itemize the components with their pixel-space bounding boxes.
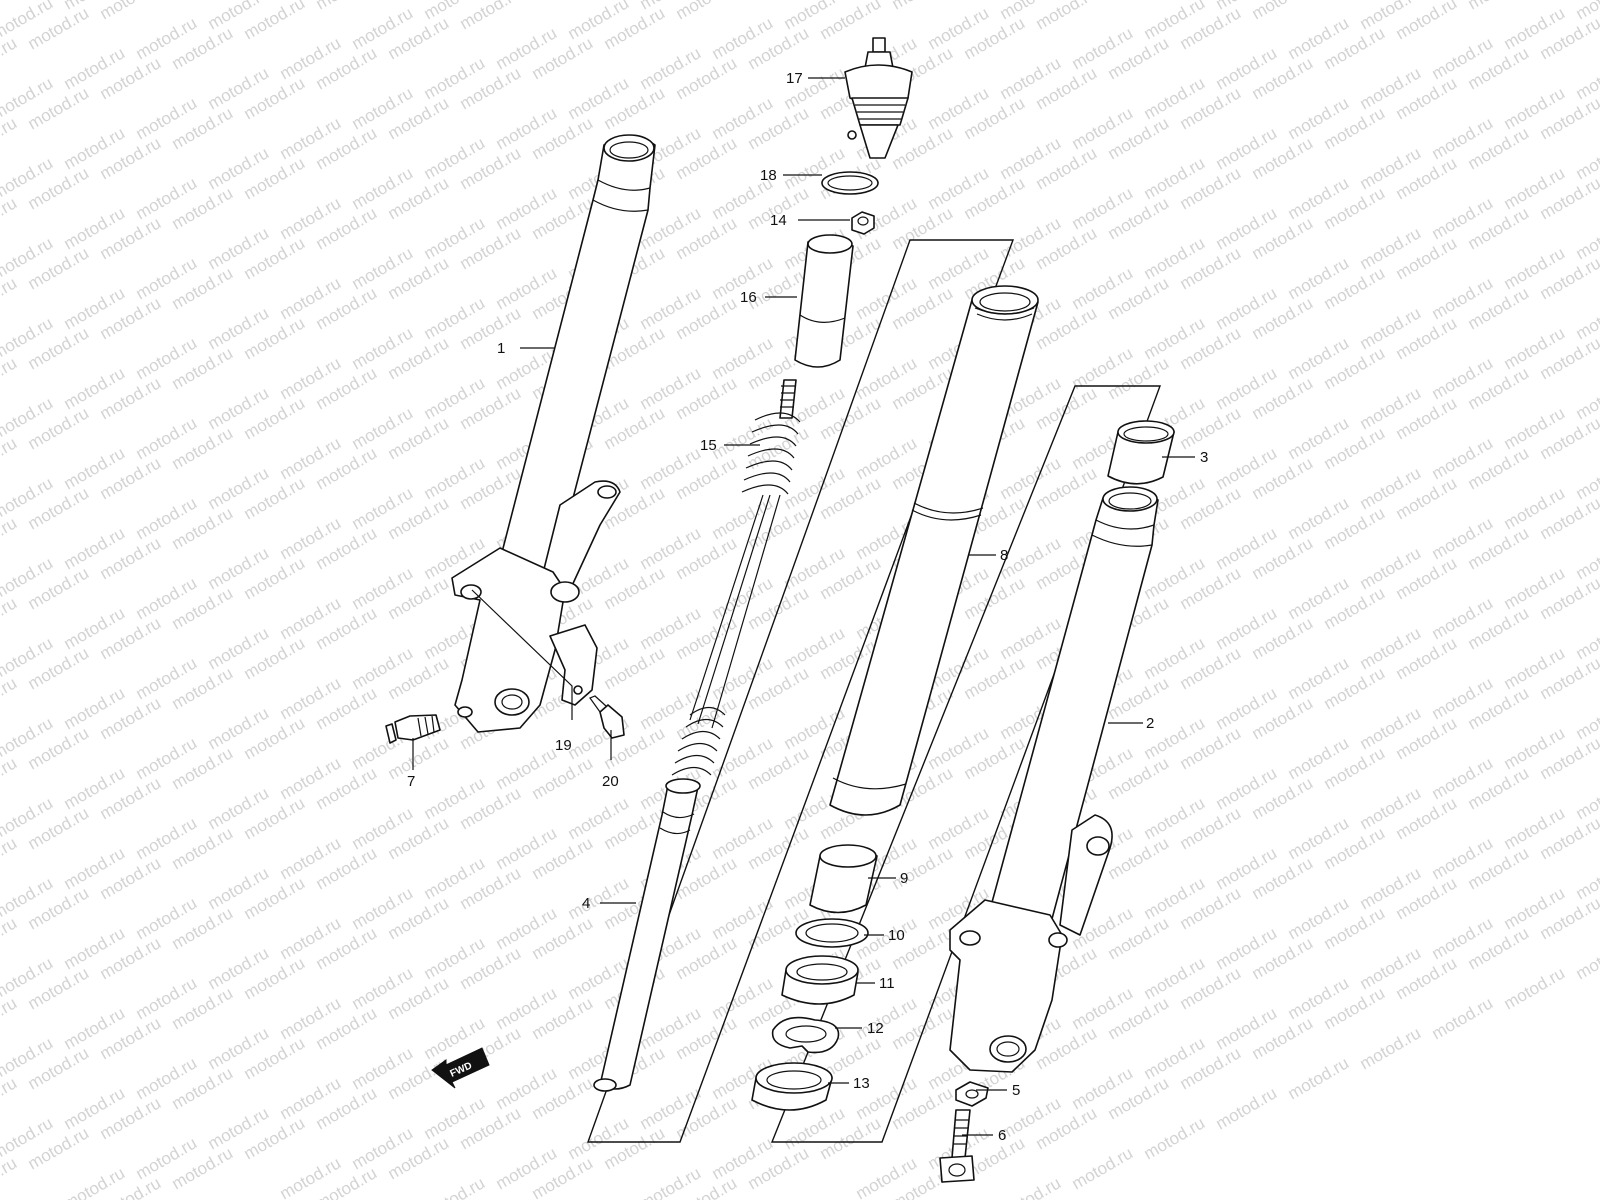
part-12-circlip [771,1016,840,1054]
watermark-text: motod.ru [1033,0,1101,33]
watermark-text: motod.ru [0,433,20,483]
callout-11: 11 [879,975,895,992]
part-11-oil-seal [781,955,859,1005]
watermark-text: motod.ru [1285,1053,1353,1103]
callout-19: 19 [555,737,572,754]
callout-14: 14 [770,212,787,229]
watermark-text: motod.ru [1105,0,1173,3]
watermark-text: motod.ru [0,753,20,803]
callout-5: 5 [1012,1082,1020,1099]
callout-2: 2 [1146,715,1154,732]
watermark-text: motod.ru [1465,0,1533,13]
watermark-text: motod.ru [1357,1023,1425,1073]
watermark-text: motod.ru [0,993,20,1043]
callout-10: 10 [888,927,905,944]
part-14-nut [851,211,875,235]
part-7-bolt [385,714,441,744]
watermark-text: motod.ru [1213,1083,1281,1133]
part-20-bolt [589,695,625,739]
watermark-text: motod.ru [457,0,525,33]
part-15-damper-rod-spring [671,379,801,776]
watermark-text: motod.ru [0,193,20,243]
callout-12: 12 [867,1020,884,1037]
watermark-text: motod.ru [0,113,20,163]
watermark-text: motod.ru [1249,0,1317,23]
part-2-right-fork-tube [949,486,1159,1073]
callout-9: 9 [900,870,908,887]
part-3-bushing [1107,420,1175,485]
part-18-o-ring [821,171,879,195]
watermark-text: motod.ru [421,1173,489,1200]
part-16-spacer [794,234,854,368]
part-13-dust-seal [751,1062,833,1111]
watermark-text: motod.ru [0,1073,20,1123]
assembly-frame-outer [770,385,1162,1143]
callout-7: 7 [407,773,415,790]
watermark-text: motod.ru [1069,1143,1137,1193]
callout-17: 17 [786,70,803,87]
callout-4: 4 [582,895,590,912]
part-5-washer [955,1081,989,1107]
callout-15: 15 [700,437,717,454]
watermark-text: motod.ru [529,0,597,3]
callout-20: 20 [602,773,619,790]
watermark-text: motod.ru [1141,1113,1209,1163]
part-4-cylinder [593,778,701,1092]
fwd-direction-badge: FWD [431,1047,490,1089]
part-9-bushing [809,844,878,914]
watermark-text: motod.ru [0,513,20,563]
part-1-left-fork-tube [451,134,656,733]
part-8-inner-tube [829,285,1039,816]
part-6-bolt [939,1109,975,1183]
leader-lines [412,77,1195,1136]
watermark-text: motod.ru [0,273,20,323]
watermark-text: motod.ru [0,1153,20,1200]
watermark-text: motod.ru [997,1173,1065,1200]
watermark-text: motod.ru [673,0,741,23]
watermark-text: motod.ru [0,673,20,723]
callout-6: 6 [998,1127,1006,1144]
callout-3: 3 [1200,449,1208,466]
watermark-text: motod.ru [1573,933,1600,983]
watermark-text: motod.ru [1429,993,1497,1043]
watermark-text: motod.ru [0,353,20,403]
watermark-text: motod.ru [313,0,381,13]
watermark-text: motod.ru [0,913,20,963]
watermark-text: motod.ru [889,0,957,13]
watermark-text: motod.ru [1501,963,1569,1013]
watermark-text: motod.ru [97,0,165,23]
part-10-washer [795,918,869,948]
callout-labels: 1 2 3 4 5 6 7 8 9 10 11 12 13 14 15 16 1… [407,70,1208,1144]
callout-16: 16 [740,289,757,306]
watermark-text: motod.ru [0,0,20,3]
watermark-text: motod.ru [0,833,20,883]
callout-13: 13 [853,1075,870,1092]
watermark-text: motod.ru [0,593,20,643]
callout-8: 8 [1000,547,1008,564]
assembly-frame-inner [587,239,1015,1143]
part-17-cap-bolt [844,37,913,159]
callout-18: 18 [760,167,777,184]
callout-1: 1 [497,340,505,357]
watermark-text: motod.ru [0,33,20,83]
